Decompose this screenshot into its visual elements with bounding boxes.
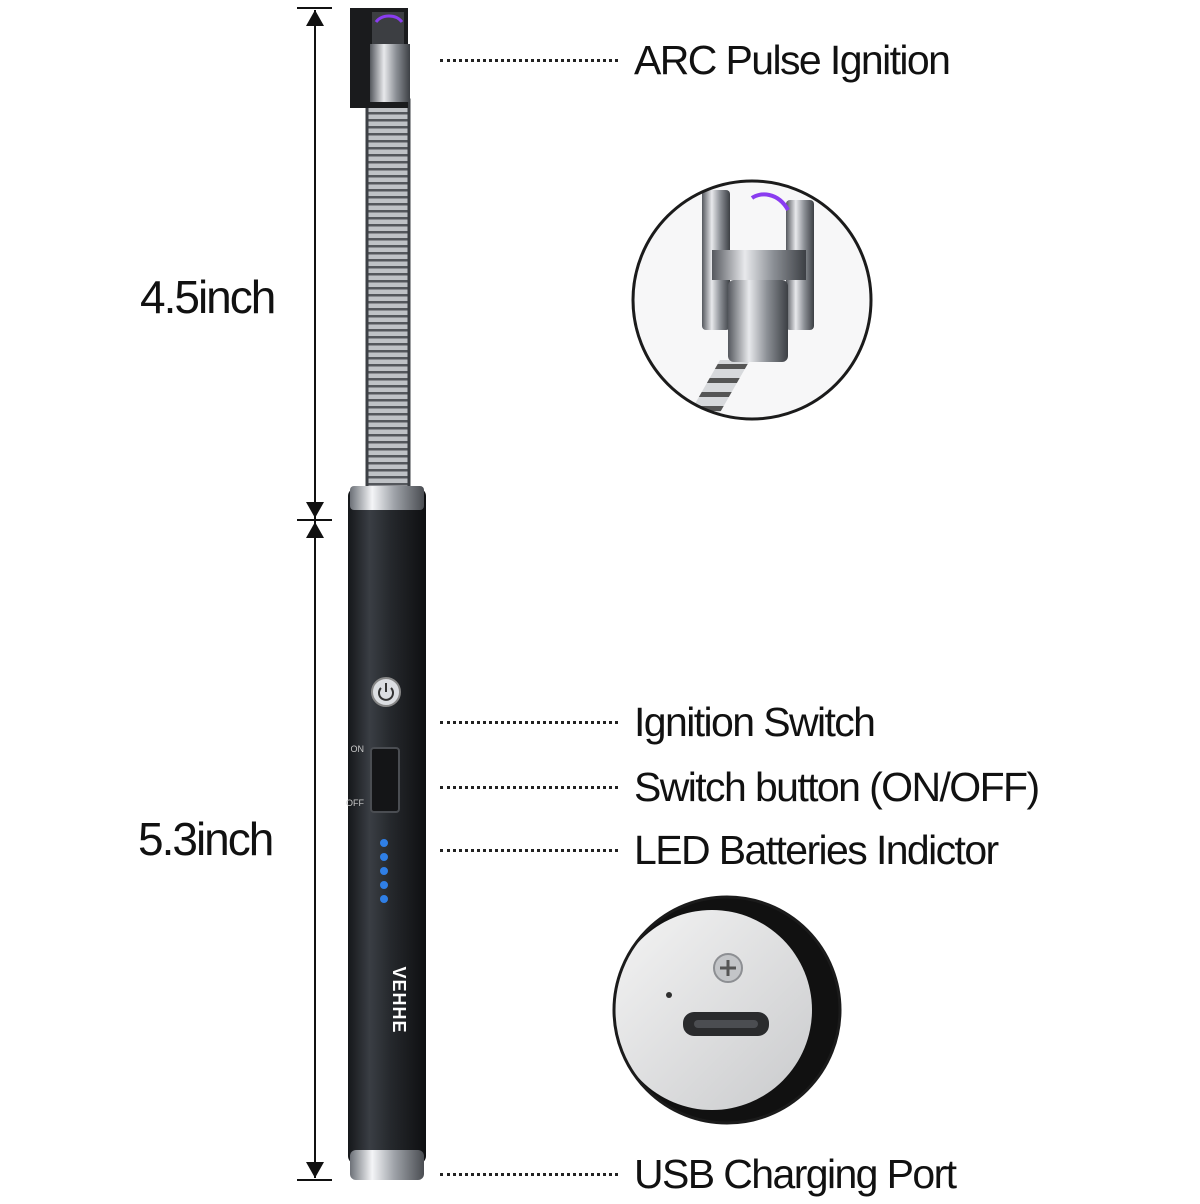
usb-c-port-icon <box>683 1012 769 1036</box>
bottom-cap <box>350 1150 424 1180</box>
arc-head-closeup <box>631 179 873 421</box>
callout-label: ARC Pulse Ignition <box>634 36 951 83</box>
callout-label: USB Charging Port <box>634 1150 957 1197</box>
callout-usb-charging-port: USB Charging Port <box>440 1144 1140 1204</box>
power-icon <box>378 683 394 701</box>
callout-label: LED Batteries Indictor <box>634 826 999 873</box>
battery-led <box>380 895 388 903</box>
dimension-line <box>297 7 332 1181</box>
callout-switch-button: Switch button (ON/OFF) <box>440 757 1140 817</box>
battery-led <box>380 881 388 889</box>
battery-led-indicator <box>380 839 388 903</box>
arc-head <box>350 8 410 108</box>
switch-on-label: ON <box>351 744 365 754</box>
switch-off-label: OFF <box>346 798 364 808</box>
leader-line <box>440 720 618 724</box>
battery-led <box>380 867 388 875</box>
callout-ignition-switch: Ignition Switch <box>440 692 1140 752</box>
callout-label: Ignition Switch <box>634 698 876 745</box>
handle-length-label: 5.3inch <box>138 813 274 865</box>
handle-body <box>348 488 426 1164</box>
top-collar <box>350 486 424 510</box>
brand-logo: VEHHE <box>389 966 409 1033</box>
leader-line <box>440 848 618 852</box>
callout-arc-pulse-ignition: ARC Pulse Ignition <box>440 30 1140 90</box>
on-off-slider[interactable] <box>370 747 400 813</box>
neck-length-label: 4.5inch <box>140 271 276 323</box>
battery-led <box>380 853 388 861</box>
leader-line <box>440 1172 618 1176</box>
battery-led <box>380 839 388 847</box>
usb-port-closeup <box>612 895 842 1125</box>
leader-line <box>440 58 618 62</box>
callout-led-indicator: LED Batteries Indictor <box>440 820 1140 880</box>
leader-line <box>440 785 618 789</box>
flexible-neck <box>367 100 409 492</box>
callout-label: Switch button (ON/OFF) <box>634 763 1040 810</box>
